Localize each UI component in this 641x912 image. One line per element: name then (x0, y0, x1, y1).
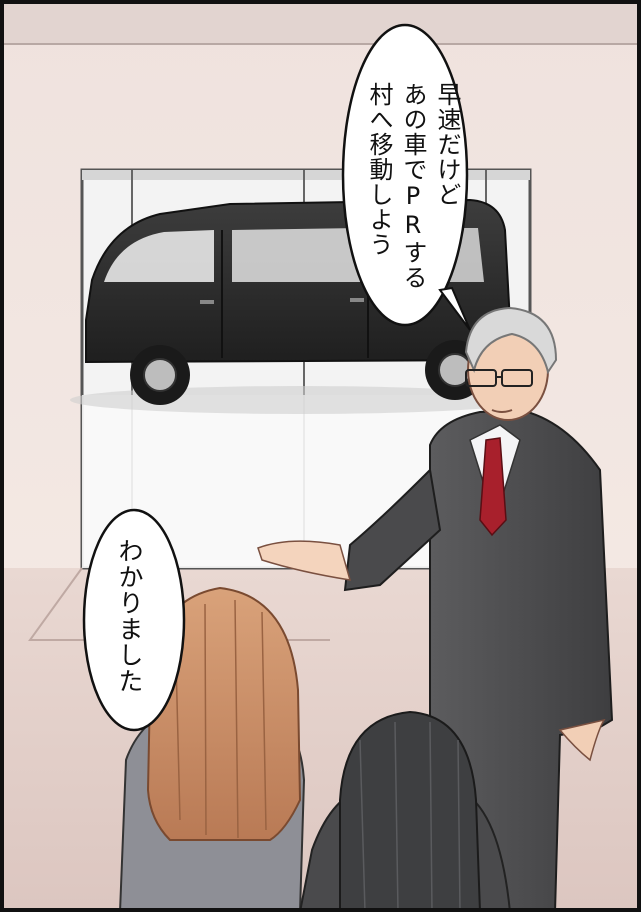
speech-bubble-reply (82, 508, 186, 732)
reply-speech-text: わかりました (115, 538, 144, 694)
manager-line-3: 村へ移動しよう (365, 82, 393, 257)
speech-bubble-manager (341, 23, 469, 327)
manager-speech-text: 早速だけど あの車でPRする 村へ移動しよう (362, 82, 464, 290)
woman-brown-hair (118, 586, 306, 912)
ceiling-band (0, 0, 641, 44)
woman-dark-hair (298, 710, 512, 912)
manager-line-1: 早速だけど (433, 82, 461, 207)
manager-line-2: あの車でPRする (399, 82, 427, 290)
